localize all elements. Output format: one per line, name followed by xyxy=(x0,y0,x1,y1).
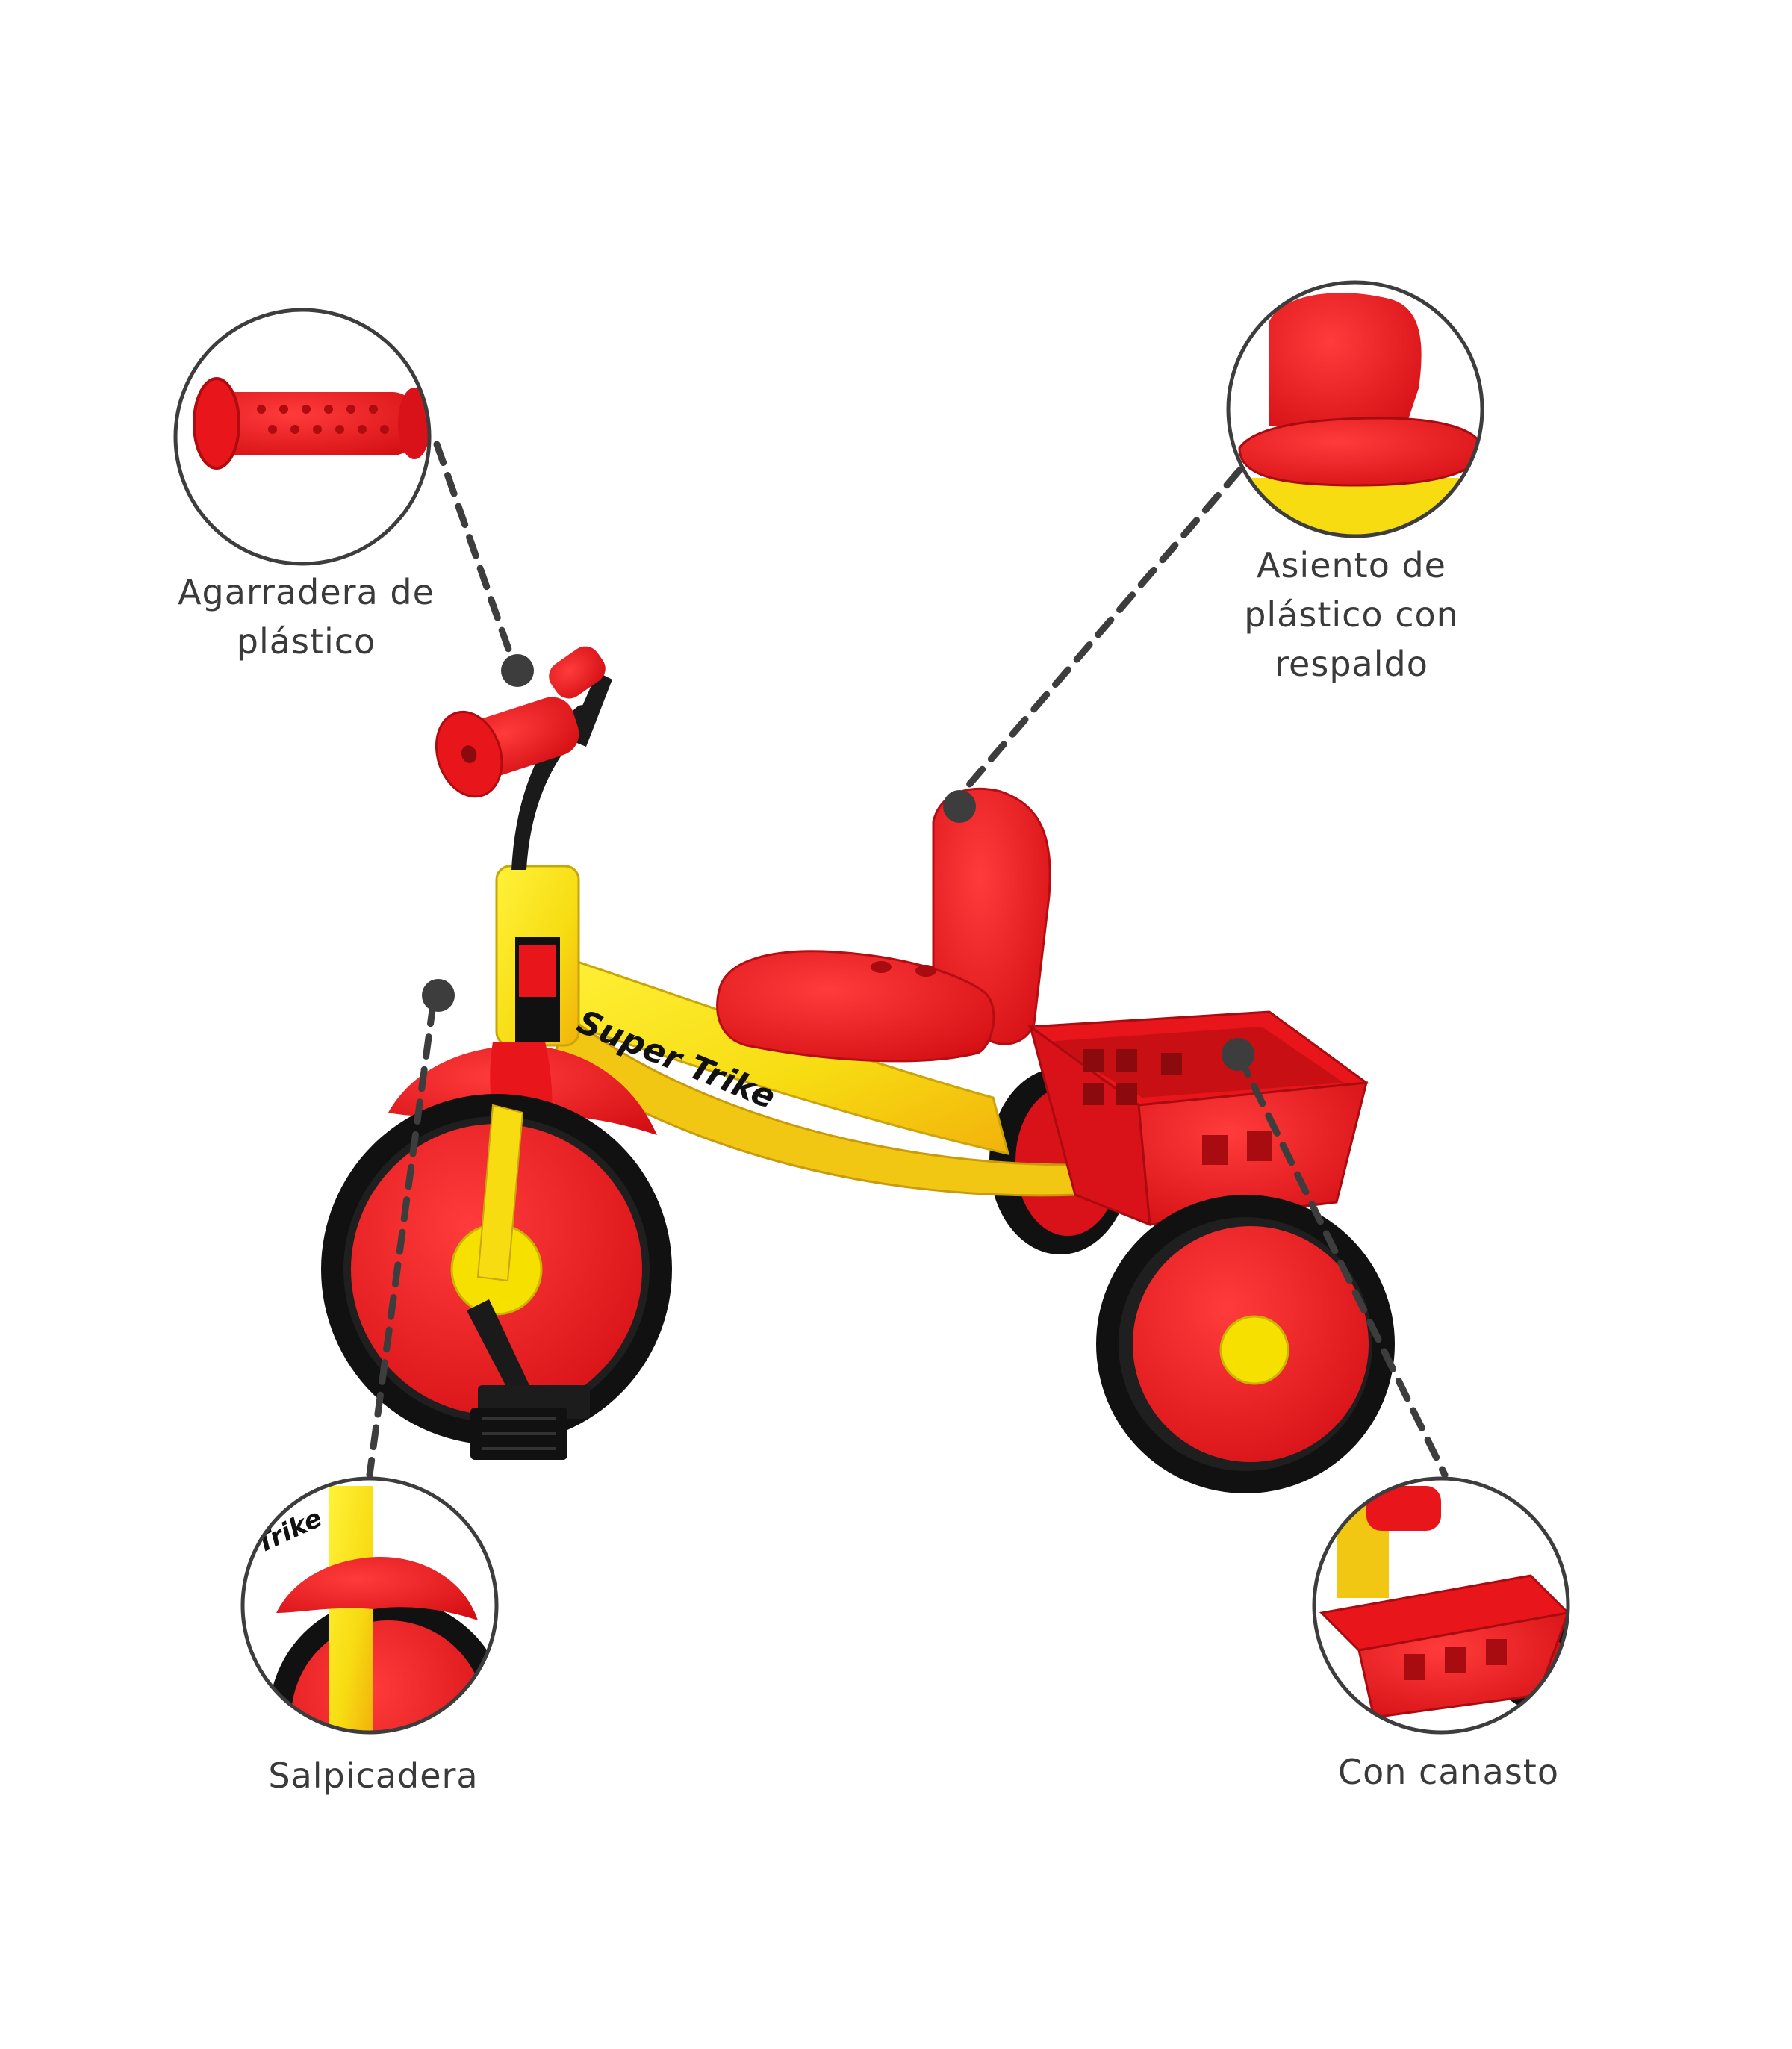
grip-label: Agarradera de plástico xyxy=(112,568,500,666)
handlebar xyxy=(435,646,612,870)
seat-detail-circle xyxy=(1226,280,1484,538)
fender-label-line-1: Salpicadera xyxy=(268,1756,479,1796)
basket-dot xyxy=(1222,1038,1254,1071)
grip-detail-circle xyxy=(173,308,432,566)
pedal xyxy=(467,1299,590,1460)
grip-connector xyxy=(433,441,519,672)
seat-label: Asiento de plástico con respaldo xyxy=(1165,541,1538,688)
connector-dots xyxy=(422,654,1254,1071)
basket-label-line-1: Con canasto xyxy=(1337,1752,1559,1792)
fender-dot xyxy=(422,979,455,1012)
seat-label-line-1: Asiento de xyxy=(1257,545,1446,585)
grip-label-line-1: Agarradera de xyxy=(178,572,435,612)
fender-connector xyxy=(366,1001,437,1479)
seat-dot xyxy=(943,790,976,823)
fender-label: Salpicadera xyxy=(179,1751,567,1800)
seat-connector xyxy=(959,467,1243,795)
basket xyxy=(1027,1010,1370,1227)
basket-label: Con canasto xyxy=(1254,1747,1643,1797)
grip-dot xyxy=(501,654,534,687)
grip-label-line-2: plástico xyxy=(236,621,376,662)
basket-detail-circle xyxy=(1312,1476,1570,1735)
seat xyxy=(716,787,1051,1063)
seat-label-line-2: plástico con xyxy=(1244,594,1459,635)
seat-label-line-3: respaldo xyxy=(1275,644,1428,684)
rear-wheel xyxy=(1096,1195,1395,1493)
connectors xyxy=(366,441,1449,1479)
basket-connector xyxy=(1236,1053,1449,1479)
